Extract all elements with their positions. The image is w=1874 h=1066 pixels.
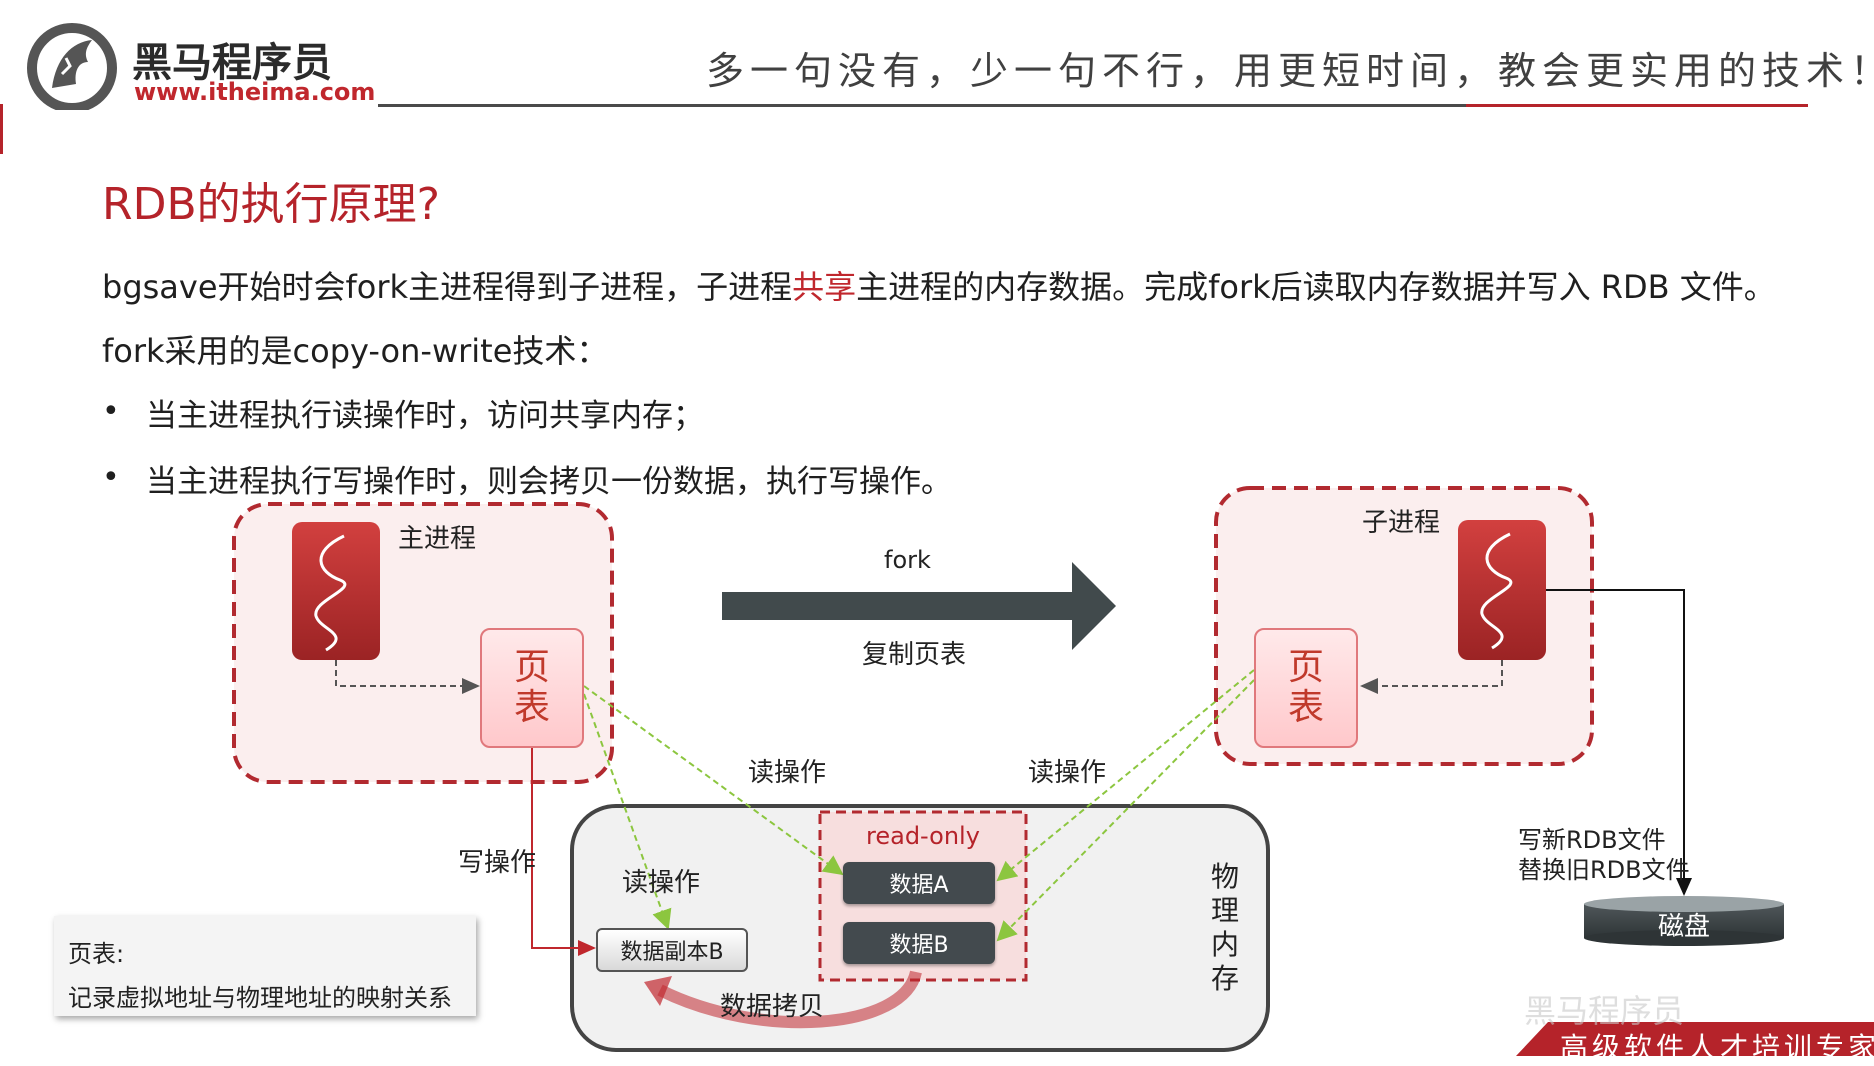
data-copy-b: 数据副本B <box>596 928 748 972</box>
data-b: 数据B <box>843 922 995 964</box>
child-page-table-bottom: 表 <box>1287 687 1324 728</box>
child-process-icon <box>1458 520 1546 660</box>
header-rule <box>378 104 1466 107</box>
physical-memory-char-3: 内 <box>1210 928 1239 961</box>
data-a: 数据A <box>843 862 995 904</box>
child-read-to-data-a <box>996 669 1255 882</box>
footer-banner-text: 高级软件人才培训专家 <box>1560 1031 1874 1064</box>
physical-memory-char-4: 存 <box>1210 962 1239 995</box>
write-rdb-label-1: 写新RDB文件 <box>1518 826 1666 854</box>
main-page-table-bottom: 表 <box>513 687 550 728</box>
write-op-label: 写操作 <box>458 848 537 878</box>
read-op-label-child: 读操作 <box>1028 758 1107 788</box>
body-line-1: bgsave开始时会fork主进程得到子进程，子进程共享主进程的内存数据。完成f… <box>102 262 1776 308</box>
left-edge-marker <box>0 104 3 154</box>
bullet-1: 当主进程执行读操作时，访问共享内存； <box>146 398 704 434</box>
logo <box>22 18 124 113</box>
main-process-icon <box>292 522 380 660</box>
footer-watermark: 黑马程序员 <box>1524 992 1685 1030</box>
write-op-arrow <box>531 746 596 956</box>
child-process-label: 子进程 <box>1362 508 1441 538</box>
body-line-1-highlight: 共享 <box>792 268 857 306</box>
physical-memory-label: 物 理 内 存 <box>1208 860 1242 996</box>
fork-arrow <box>722 562 1116 650</box>
body-line-2: fork采用的是copy-on-write技术： <box>102 332 609 370</box>
logo-name: 黑马程序员 <box>132 40 332 86</box>
main-page-table: 页 表 <box>480 628 584 748</box>
rdb-write-line <box>1546 589 1692 896</box>
write-rdb-label-2: 替换旧RDB文件 <box>1518 856 1690 884</box>
read-op-label-copy: 读操作 <box>622 868 701 898</box>
child-process-to-page-table <box>1360 660 1503 694</box>
bullet-dot-1: • <box>102 394 120 429</box>
physical-memory-char-1: 物 <box>1210 860 1239 893</box>
bullet-dot-2: • <box>102 460 120 495</box>
data-copy-label: 数据拷贝 <box>720 992 825 1022</box>
note-box: 页表: 记录虚拟地址与物理地址的映射关系 <box>54 916 476 1016</box>
footer-banner <box>1516 1022 1874 1056</box>
fork-label: fork <box>884 546 931 574</box>
logo-url: www.itheima.com <box>134 78 376 106</box>
main-read-to-data-a <box>583 685 844 876</box>
horse-logo-icon <box>27 23 117 113</box>
main-read-to-data-copy-b <box>583 693 672 930</box>
data-copy-arrow <box>657 970 922 1029</box>
main-page-table-top: 页 <box>513 647 550 688</box>
bullet-2: 当主进程执行写操作时，则会拷贝一份数据，执行写操作。 <box>146 464 952 500</box>
main-process-label: 主进程 <box>398 524 477 554</box>
body-line-1-post: 主进程的内存数据。完成fork后读取内存数据并写入 RDB 文件。 <box>856 268 1776 306</box>
physical-memory-char-2: 理 <box>1210 894 1239 927</box>
body-line-1-pre: bgsave开始时会fork主进程得到子进程，子进程 <box>102 268 793 306</box>
main-process-to-page-table <box>335 660 480 694</box>
disk-icon <box>1584 896 1784 946</box>
data-copy-arrow-head <box>644 976 672 1006</box>
disk-label: 磁盘 <box>1658 912 1711 942</box>
child-page-table-top: 页 <box>1287 647 1324 688</box>
slide-title: RDB的执行原理? <box>102 179 440 230</box>
read-only-label: read-only <box>866 822 980 850</box>
child-page-table: 页 表 <box>1254 628 1358 748</box>
copy-page-table-label: 复制页表 <box>862 640 967 670</box>
note-text: 记录虚拟地址与物理地址的映射关系 <box>68 984 452 1012</box>
child-read-to-data-b <box>996 679 1255 942</box>
read-op-label-main: 读操作 <box>748 758 827 788</box>
header-rule-accent <box>1466 104 1808 107</box>
note-title: 页表: <box>68 940 125 968</box>
slogan: 多一句没有，少一句不行，用更短时间，教会更实用的技术！ <box>706 49 1874 93</box>
